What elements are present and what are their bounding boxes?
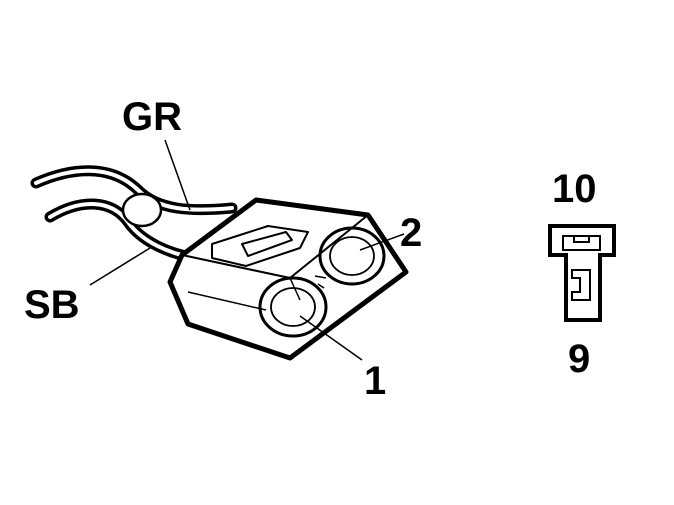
label-pin-10: 10: [552, 167, 597, 211]
terminal-cavity-1: [258, 276, 328, 338]
wire-harness: [30, 165, 238, 264]
pin-10-slot: [562, 235, 601, 251]
leader-2: [359, 233, 405, 251]
leader-sb: [89, 247, 151, 286]
leader-lines: [89, 139, 405, 361]
label-pin-9: 9: [568, 337, 590, 381]
label-gr: GR: [122, 95, 182, 139]
leader-1: [299, 315, 363, 361]
label-sb: SB: [24, 283, 80, 327]
terminal-cavity-2: [318, 226, 386, 286]
pin-9-slot: [571, 269, 591, 301]
connector-latch: [211, 225, 309, 267]
cable-tape: [121, 192, 163, 228]
cavity-bridge: [314, 275, 327, 289]
leader-gr: [164, 139, 191, 211]
label-terminal-1: 1: [364, 359, 386, 403]
pin-view-symbol: [548, 224, 616, 322]
label-terminal-2: 2: [400, 211, 422, 255]
